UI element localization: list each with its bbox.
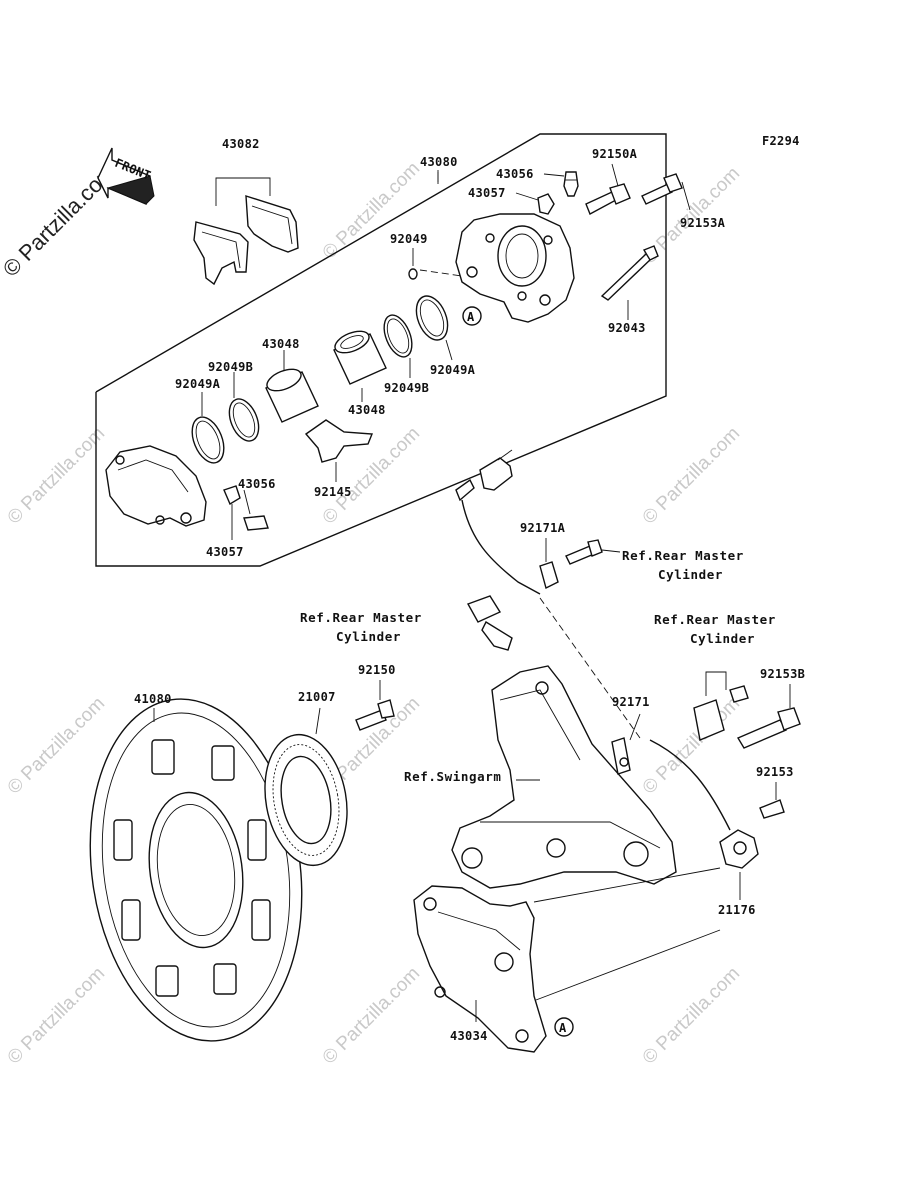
seal-92049b-right xyxy=(383,314,413,378)
piston-43048-left xyxy=(265,350,319,423)
part-label-92150: 92150 xyxy=(358,663,396,677)
leader xyxy=(215,177,271,206)
part-label-92049a-left: 92049A xyxy=(175,377,221,391)
caliper-assembly-box xyxy=(95,133,667,567)
swingarm xyxy=(451,665,677,889)
part-label-92171a: 92171A xyxy=(520,521,566,535)
clamp-92171a xyxy=(539,538,559,590)
watermark: © Partzilla.com xyxy=(4,423,109,528)
caliper-body-inner xyxy=(105,445,207,527)
bleeder-cap-bottom xyxy=(223,485,241,540)
bleeder-valve-bottom xyxy=(243,489,269,531)
master-cylinder-fitting xyxy=(466,595,513,651)
piston-43048-right xyxy=(333,330,387,402)
bracket-ref-master-3 xyxy=(693,671,749,741)
marker-a-top: A xyxy=(462,306,482,326)
ref-rear-master-3-line1: Ref.Rear Master xyxy=(654,612,776,627)
part-label-21007: 21007 xyxy=(298,690,336,704)
marker-a-bottom: A xyxy=(554,1017,574,1037)
watermark: © Partzilla.com xyxy=(639,963,744,1068)
bolt-92150a xyxy=(585,163,631,215)
bolt-92150 xyxy=(355,680,395,731)
part-label-43034: 43034 xyxy=(450,1029,488,1043)
seal-92049a-left xyxy=(191,392,225,464)
part-label-43056-top: 43056 xyxy=(496,167,534,181)
part-label-43057-top: 43057 xyxy=(468,186,506,200)
seal-92049a-right xyxy=(415,295,453,361)
bolt-92153b xyxy=(736,684,801,749)
svg-text:A: A xyxy=(559,1021,567,1035)
part-label-92145: 92145 xyxy=(314,485,352,499)
svg-text:A: A xyxy=(467,310,475,324)
leader xyxy=(535,929,721,1001)
brake-disc-41080 xyxy=(89,698,303,1042)
pad-edge xyxy=(251,205,293,245)
bolt-92153a xyxy=(641,173,691,211)
part-label-43048-left: 43048 xyxy=(262,337,300,351)
bracket-92171 xyxy=(611,713,641,775)
diagram-code: F2294 xyxy=(762,134,800,148)
part-label-43080: 43080 xyxy=(420,155,458,169)
bleeder-cap-top xyxy=(515,192,555,215)
part-label-43082: 43082 xyxy=(222,137,260,151)
seal-92049b-left xyxy=(228,372,260,442)
watermark: © Partzilla.com xyxy=(639,693,744,798)
pad-edge xyxy=(201,231,241,269)
abs-sensor-hose xyxy=(455,449,731,831)
part-label-92153a: 92153A xyxy=(680,216,726,230)
part-label-92049b-left: 92049B xyxy=(208,360,253,374)
caliper-body-outer xyxy=(455,213,575,323)
caliper-bracket-43034 xyxy=(413,885,547,1053)
ref-rear-master-3-line2: Cylinder xyxy=(690,631,755,646)
part-label-92049b-right: 92049B xyxy=(384,381,429,395)
ref-rear-master-1-line2: Cylinder xyxy=(658,567,723,582)
pad-spring-92145 xyxy=(304,419,374,482)
leader xyxy=(419,269,463,277)
brake-pad-left xyxy=(193,221,249,286)
part-labels: 43082 43080 43056 43057 92150A 92153A 92… xyxy=(134,137,805,1043)
watermark: © Partzilla.com xyxy=(4,963,109,1068)
seal-92049 xyxy=(408,268,418,280)
part-label-43057-bottom: 43057 xyxy=(206,545,244,559)
part-label-92171: 92171 xyxy=(612,695,650,709)
part-label-41080: 41080 xyxy=(134,692,172,706)
part-label-21176: 21176 xyxy=(718,903,756,917)
abs-rotor-21007 xyxy=(264,707,348,867)
ref-swingarm: Ref.Swingarm xyxy=(404,769,502,784)
pin-92043 xyxy=(600,245,659,320)
watermark: © Partzilla.com xyxy=(4,693,109,798)
brake-pad-right xyxy=(245,195,299,253)
watermark: © Partzilla.com xyxy=(319,963,424,1068)
ref-rear-master-2-line1: Ref.Rear Master xyxy=(300,610,422,625)
part-label-92150a: 92150A xyxy=(592,147,638,161)
part-label-43056-bottom: 43056 xyxy=(238,477,276,491)
part-label-92153b: 92153B xyxy=(760,667,805,681)
ref-rear-master-1-line1: Ref.Rear Master xyxy=(622,548,744,563)
part-label-92049: 92049 xyxy=(390,232,428,246)
brake-pads xyxy=(193,177,299,286)
part-label-92153: 92153 xyxy=(756,765,794,779)
watermark: © Partzilla.com xyxy=(639,423,744,528)
bleeder-valve-top xyxy=(543,171,579,197)
ref-rear-master-2-line2: Cylinder xyxy=(336,629,401,644)
front-arrow-icon: FRONT xyxy=(97,147,155,205)
abs-sensor-21176 xyxy=(719,829,759,900)
reference-labels: Ref.Rear Master Cylinder Ref.Rear Master… xyxy=(300,548,776,784)
part-label-92049a-right: 92049A xyxy=(430,363,476,377)
part-label-92043: 92043 xyxy=(608,321,646,335)
leader xyxy=(533,867,721,903)
part-label-43048-right: 43048 xyxy=(348,403,386,417)
bolt-ref-master-1 xyxy=(565,539,621,565)
bolt-92153 xyxy=(759,782,785,819)
